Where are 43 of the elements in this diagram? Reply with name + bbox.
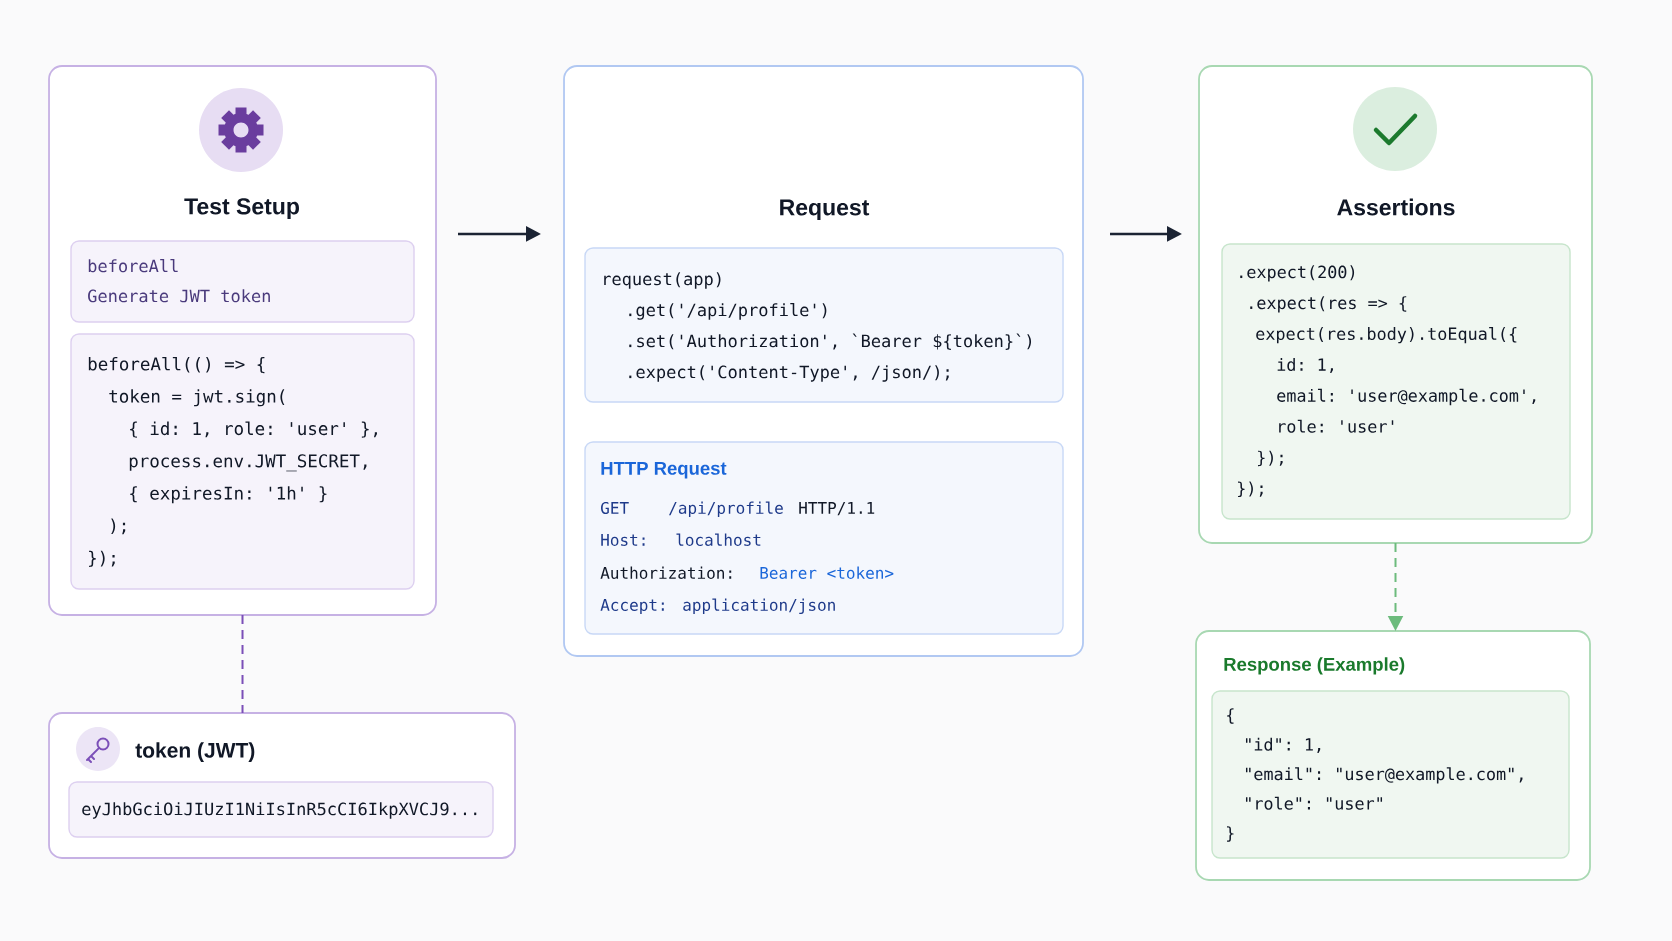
code-line: "role": "user" (1246, 796, 1383, 810)
note-text: beforeAll (88, 259, 178, 273)
code-line: token = jwt.sign( (109, 389, 285, 407)
header-name: Authorization: (600, 566, 732, 579)
card-title: token (JWT) (135, 742, 255, 762)
card-title: Response (Example) (1224, 657, 1405, 675)
code-line: }); (1238, 481, 1263, 498)
header-value: localhost (676, 533, 761, 546)
code-line: process.env.JWT_SECRET, (129, 454, 367, 472)
header-value: /api/profile (669, 501, 783, 518)
card-title: Request (780, 199, 870, 221)
header-value: HTTP/1.1 (799, 502, 875, 516)
header-value: application/json (683, 598, 835, 615)
code-line: }); (89, 550, 115, 567)
card-title: Assertions (1337, 198, 1455, 216)
code-line: .set('Authorization', `Bearer ${token}`) (629, 333, 1032, 350)
code-line: "email": "user@example.com", (1246, 767, 1523, 784)
dashed-connector-line (241, 614, 244, 714)
code-line: .get('/api/profile') (629, 303, 827, 320)
header-value: Bearer <token> (760, 566, 894, 579)
code-line: .expect(res => { (1250, 296, 1407, 313)
code-line: role: 'user' (1279, 419, 1394, 433)
code-line: request(app) (604, 272, 721, 289)
header-name: GET (601, 501, 629, 514)
code-line: ); (111, 518, 126, 535)
code-line: .expect('Content-Type', /json/); (629, 365, 949, 382)
code-line: .expect(200) (1240, 265, 1355, 282)
card-title: Test Setup (184, 198, 299, 220)
code-line: { (1227, 708, 1234, 724)
code-line: { expiresIn: '1h' } (130, 486, 327, 504)
code-line: email: 'user@example.com', (1277, 388, 1536, 406)
code-line: } (1227, 826, 1234, 842)
code-line: id: 1, (1277, 358, 1333, 374)
code-line: }); (1258, 450, 1283, 467)
code-line: expect(res.body).toEqual({ (1256, 327, 1517, 344)
note-text: Generate JWT token (88, 289, 270, 303)
header-name: Host: (601, 534, 645, 546)
header-name: Accept: (600, 599, 664, 615)
code-line: "id": 1, (1246, 737, 1321, 753)
code-line: beforeAll(() => { (88, 356, 265, 374)
code-line: { id: 1, role: 'user' }, (130, 421, 377, 438)
token-text: eyJhbGciOiJIUzI1NiIsInR5cCI6IkpXVCJ9... (82, 802, 477, 819)
box-heading: HTTP Request (601, 461, 727, 479)
